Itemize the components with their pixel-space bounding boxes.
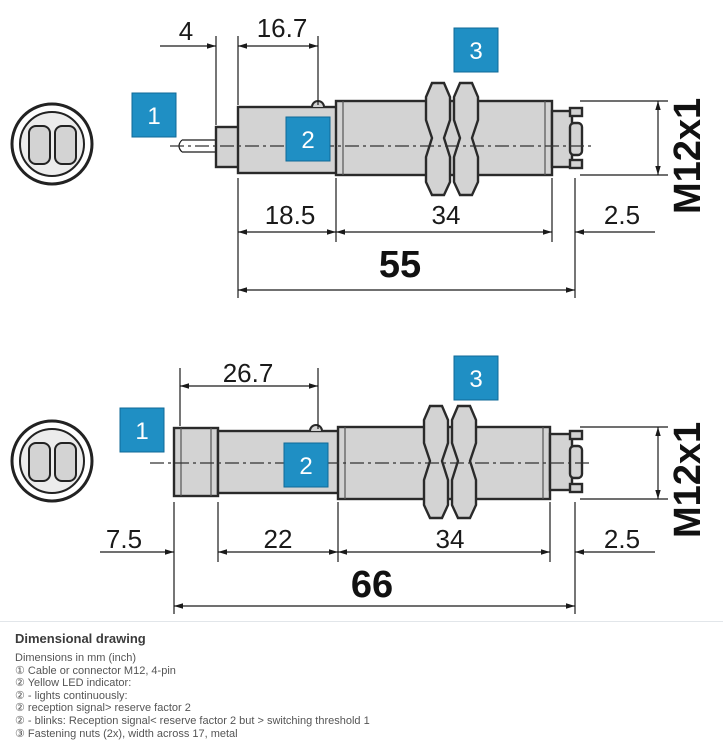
caption-panel: Dimensional drawing Dimensions in mm (in… <box>0 621 723 748</box>
caption-lines: Dimensions in mm (inch) ① Cable or conne… <box>15 652 370 740</box>
caption-line-cable: ① Cable or connector M12, 4-pin <box>15 664 176 677</box>
dim-label-4: 4 <box>179 16 193 46</box>
front-view-2 <box>10 419 94 503</box>
caption-line-nuts: ③ Fastening nuts (2x), width across 17, … <box>15 727 238 740</box>
front-view-1 <box>10 102 94 186</box>
dim-label-34: 34 <box>432 200 461 230</box>
badge-2-label: 2 <box>301 127 314 154</box>
thread-label-2: M12x1 <box>667 422 709 538</box>
dim-label-22: 22 <box>264 524 293 554</box>
badge-2-led: 2 <box>285 116 331 162</box>
dim-label-34-b: 34 <box>436 524 465 554</box>
badge-3-nuts-b: 3 <box>453 355 499 401</box>
badge-1-label: 1 <box>147 103 160 130</box>
thread-label-1: M12x1 <box>667 98 709 214</box>
dim-label-total-55: 55 <box>379 244 421 286</box>
caption-line-blinks: ② - blinks: Reception signal< reserve fa… <box>15 714 370 727</box>
dimension-lines-1 <box>160 36 668 298</box>
badge-1-cable: 1 <box>131 92 177 138</box>
caption-line-units: Dimensions in mm (inch) <box>15 652 137 664</box>
caption-title: Dimensional drawing <box>15 631 146 646</box>
badge-2-label-b: 2 <box>299 453 312 480</box>
dim-label-7-5: 7.5 <box>106 524 142 554</box>
caption-line-lights: ② - lights continuously: <box>15 689 128 702</box>
caption-line-reception: ② reception signal> reserve factor 2 <box>15 702 191 715</box>
dim-label-18-5: 18.5 <box>265 200 316 230</box>
badge-3-label-b: 3 <box>469 366 482 393</box>
dim-label-2-5: 2.5 <box>604 200 640 230</box>
badge-1-cable-b: 1 <box>119 407 165 453</box>
dim-label-16-7: 16.7 <box>257 13 308 43</box>
dimension-lines-2 <box>100 368 668 614</box>
badge-1-label-b: 1 <box>135 418 148 445</box>
badge-3-nuts: 3 <box>453 27 499 73</box>
badge-2-led-b: 2 <box>283 442 329 488</box>
badge-3-label: 3 <box>469 38 482 65</box>
dimensional-drawing: 4 16.7 18.5 34 2.5 55 M12x1 1 2 3 <box>10 13 709 614</box>
sensor-side-view-2 <box>150 404 592 520</box>
dim-label-26-7: 26.7 <box>223 358 274 388</box>
dim-label-2-5-b: 2.5 <box>604 524 640 554</box>
drawing-1: 4 16.7 18.5 34 2.5 55 M12x1 1 2 3 <box>10 13 709 298</box>
dim-label-total-66: 66 <box>351 564 393 606</box>
sensor-side-view-1 <box>170 81 592 197</box>
caption-line-led: ② Yellow LED indicator: <box>15 677 132 690</box>
drawing-2: 26.7 7.5 22 34 2.5 66 M12x1 1 2 3 <box>10 355 709 614</box>
